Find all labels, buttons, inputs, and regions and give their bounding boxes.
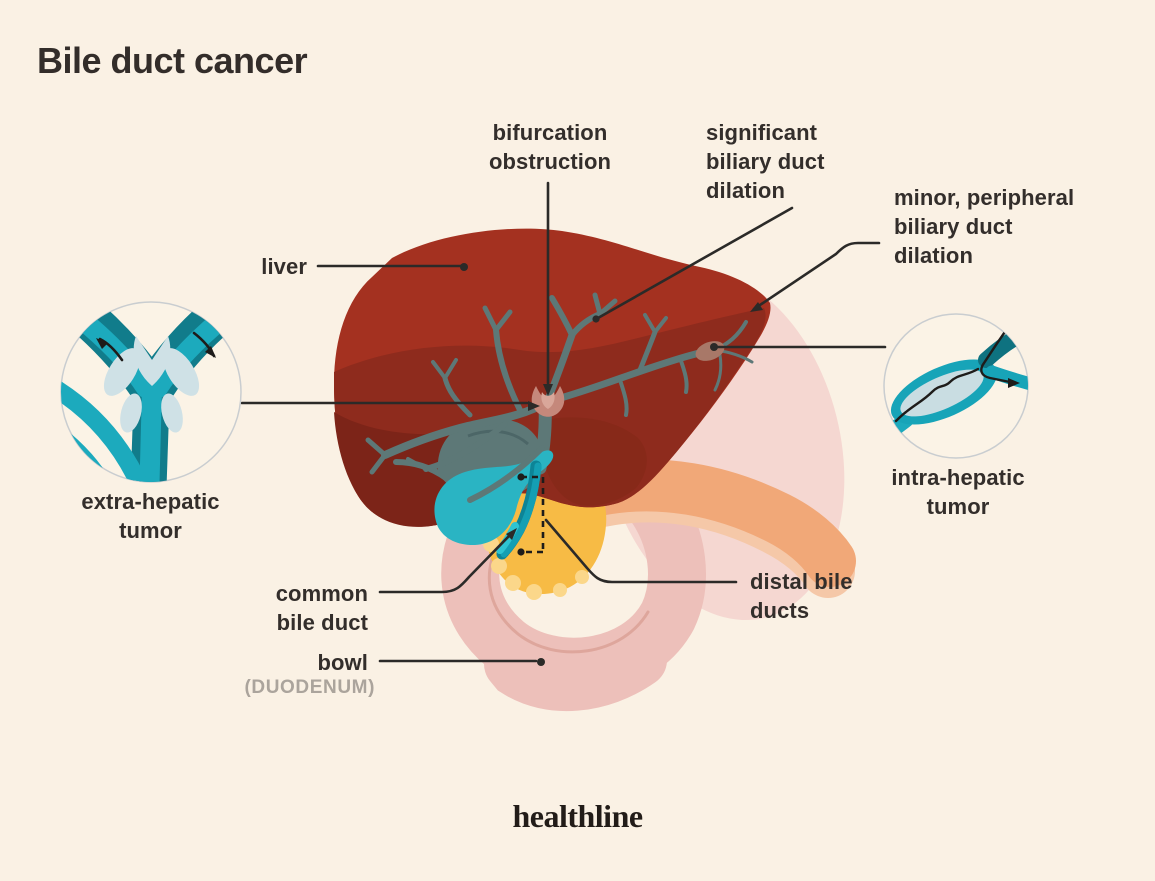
label-extra-hepatic-tumor: extra-hepatic tumor [81, 489, 220, 544]
label-distal-bile-ducts: distal bile ducts [750, 569, 853, 624]
duodenum-shape [441, 476, 706, 712]
connector-endpoints [460, 263, 763, 666]
bile-duct-tree [365, 292, 754, 475]
label-minor-peripheral-biliary-duct-dilation: minor, peripheral biliary duct dilation [894, 185, 1075, 269]
bifurcation-tumor-shape [531, 386, 565, 417]
common-bile-duct-shape [496, 460, 542, 560]
label-bifurcation-obstruction: bifurcation obstruction [488, 120, 612, 175]
label-bowl: bowl [317, 650, 368, 675]
page-title: Bile duct cancer [37, 40, 308, 81]
label-significant-biliary-duct-dilation: significant biliary duct dilation [706, 120, 825, 204]
label-liver: liver [261, 254, 307, 279]
connector-lines [240, 181, 887, 663]
label-duodenum-subtitle: (DUODENUM) [244, 677, 375, 698]
healthline-logo: healthline [512, 798, 643, 834]
extra-hepatic-inset [60, 301, 242, 483]
dashed-roi-box [517, 473, 545, 556]
intra-hepatic-inset [883, 313, 1029, 459]
label-intra-hepatic-tumor: intra-hepatic tumor [891, 465, 1025, 520]
label-common-bile-duct: common bile duct [275, 581, 368, 636]
gallbladder-shape [434, 445, 554, 546]
